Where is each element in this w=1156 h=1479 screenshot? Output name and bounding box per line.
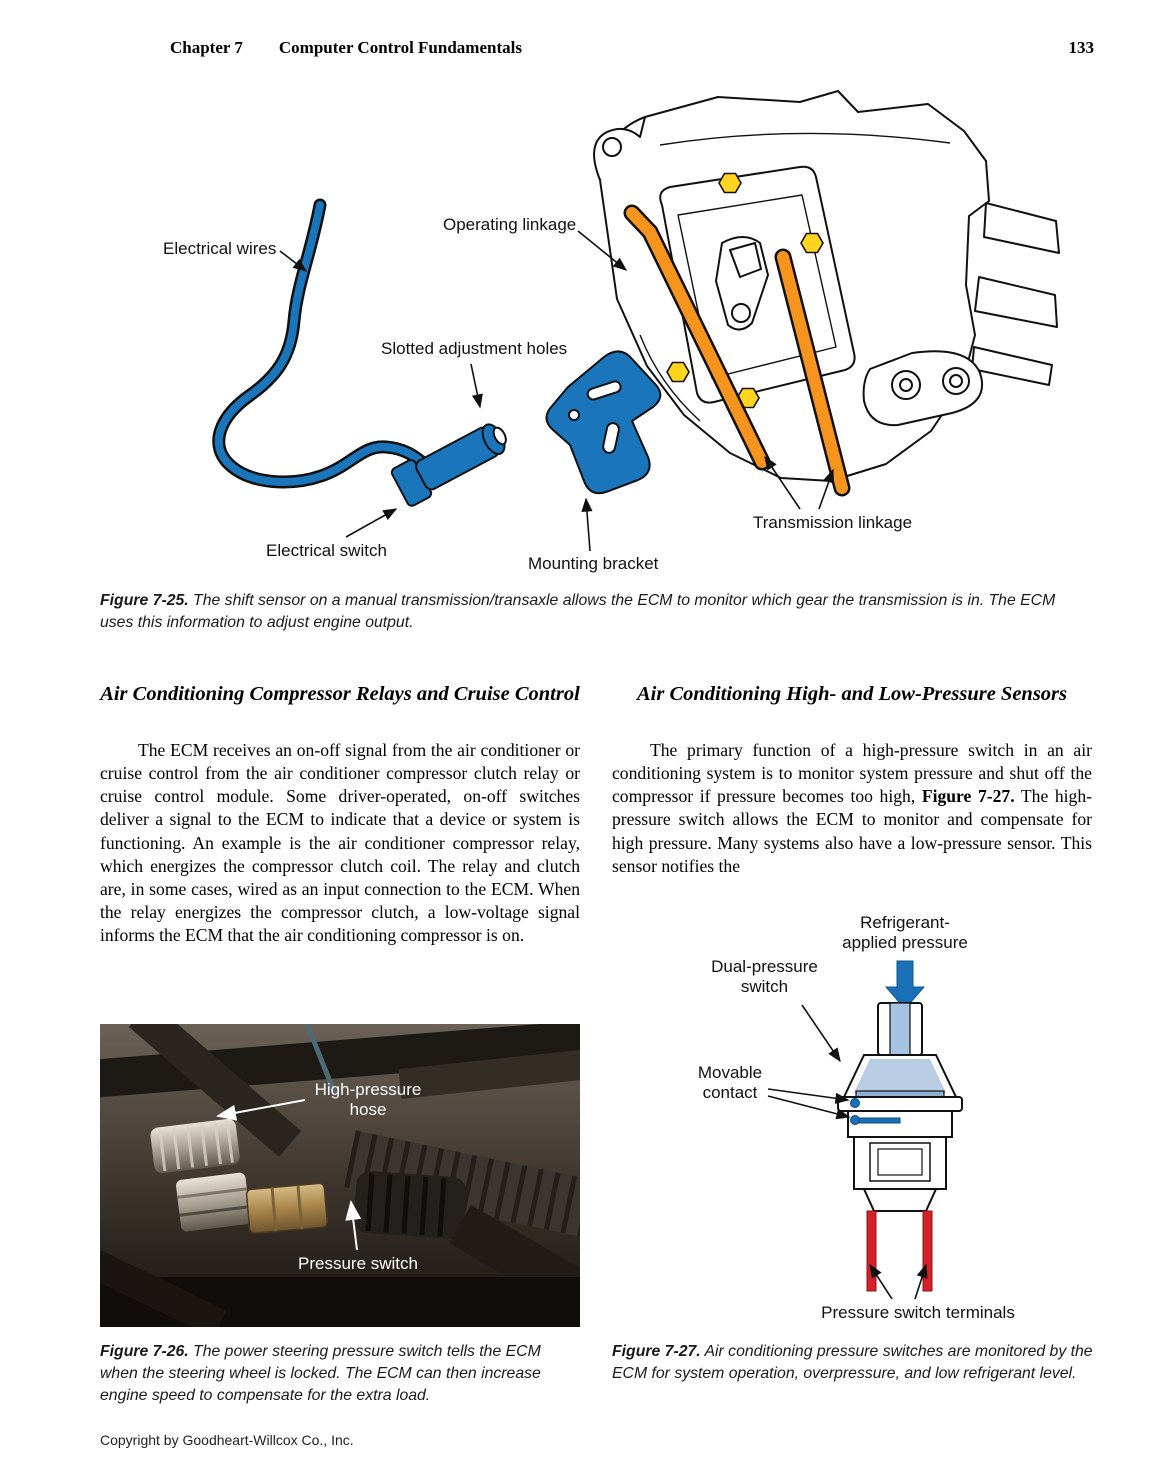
figure-7-26-caption: Figure 7-26. The power steering pressure… xyxy=(100,1341,582,1406)
page-number: 133 xyxy=(1068,38,1095,57)
pressure-arrow-icon xyxy=(884,960,926,1010)
left-column-heading: Air Conditioning Compressor Relays and C… xyxy=(100,683,580,705)
label-transmission-linkage: Transmission linkage xyxy=(753,513,913,532)
figure-7-27-artwork: Refrigerant-applied pressure Dual-pressu… xyxy=(612,903,1092,1335)
transmission-linkage-rods xyxy=(623,204,851,497)
label-mounting-bracket: Mounting bracket xyxy=(528,554,659,573)
label-pressure-switch-terminals: Pressure switch terminals xyxy=(821,1303,1015,1322)
right-column-heading: Air Conditioning High- and Low-Pressure … xyxy=(636,683,1068,705)
running-head: Chapter 7 Computer Control Fundamentals xyxy=(170,38,522,58)
pressure-switch-connector xyxy=(353,1171,467,1239)
photo-callout-arrows xyxy=(216,1099,362,1251)
pressure-switch-cutaway xyxy=(767,960,963,1300)
switch-housing xyxy=(837,1002,963,1212)
label-refrigerant-pressure: Refrigerant-applied pressure xyxy=(842,913,968,953)
terminal-left xyxy=(866,1210,877,1292)
terminal-right xyxy=(922,1210,933,1292)
left-column-body: The ECM receives an on-off signal from t… xyxy=(100,740,580,945)
right-column-body: The primary function of a high-pressure … xyxy=(612,739,1092,878)
chapter-number: Chapter 7 xyxy=(170,38,243,57)
label-electrical-switch: Electrical switch xyxy=(266,541,387,560)
figure-7-27-caption-label: Figure 7-27. xyxy=(612,1343,701,1360)
figure-7-25-caption-label: Figure 7-25. xyxy=(100,592,189,609)
label-pressure-switch: Pressure switch xyxy=(298,1254,418,1273)
chapter-title: Computer Control Fundamentals xyxy=(278,38,522,57)
figure-7-25-caption-text: The shift sensor on a manual transmissio… xyxy=(100,592,1056,631)
electrical-wire xyxy=(212,198,438,489)
figure-7-26-caption-text: The power steering pressure switch tells… xyxy=(100,1343,541,1404)
movable-contact-part xyxy=(850,1098,901,1125)
figure-7-26-caption-label: Figure 7-26. xyxy=(100,1343,189,1360)
braided-hose xyxy=(150,1118,240,1174)
label-operating-linkage: Operating linkage xyxy=(443,215,577,234)
label-slotted-holes: Slotted adjustment holes xyxy=(381,339,568,358)
engine-bay-photo xyxy=(100,1024,580,1327)
copyright-notice: Copyright by Goodheart-Willcox Co., Inc. xyxy=(100,1432,354,1448)
label-electrical-wires: Electrical wires xyxy=(163,239,277,258)
cutaway-callout-arrows xyxy=(767,1004,928,1300)
label-high-pressure-hose: High-pressure hose xyxy=(314,1080,422,1120)
figure-7-26-photo: High-pressure hose Pressure switch xyxy=(100,1024,580,1327)
right-body-figure-reference: Figure 7-27. xyxy=(921,786,1015,807)
label-dual-pressure-switch: Dual-pressure switch xyxy=(711,957,818,997)
callout-arrows xyxy=(279,230,835,552)
right-body-pre: The primary function of a high-pressure … xyxy=(612,740,1092,807)
bolt-icons xyxy=(666,172,824,409)
shift-sensor-diagram xyxy=(212,90,1060,552)
hex-fitting xyxy=(176,1172,251,1232)
figure-7-25-artwork: Electrical wires Operating linkage Slott… xyxy=(100,85,1060,590)
mounting-bracket-part xyxy=(545,350,662,495)
figure-7-27-caption: Figure 7-27. Air conditioning pressure s… xyxy=(612,1341,1094,1385)
figure-7-25-caption: Figure 7-25. The shift sensor on a manua… xyxy=(100,590,1092,634)
brass-fitting xyxy=(245,1182,329,1234)
right-body-post: The high-pressure switch allows the ECM … xyxy=(612,786,1092,876)
electrical-switch-part xyxy=(390,423,507,507)
label-movable-contact: Movable contact xyxy=(697,1063,763,1103)
figure-7-27-caption-text: Air conditioning pressure switches are m… xyxy=(612,1343,1093,1382)
